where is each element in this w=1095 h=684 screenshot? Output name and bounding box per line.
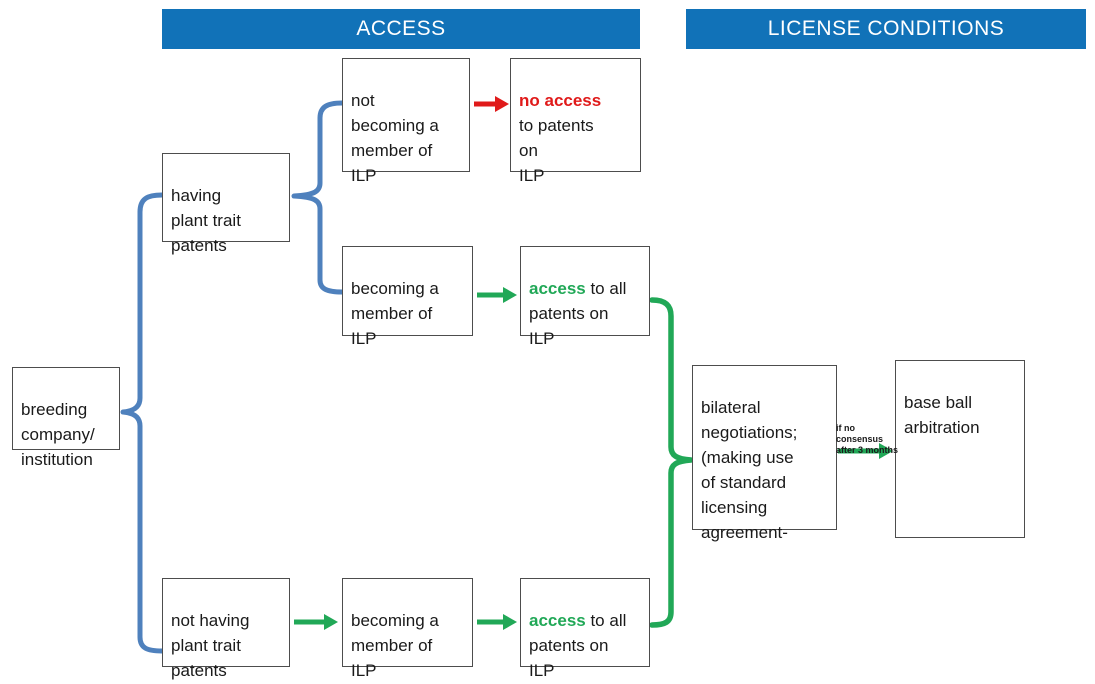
becoming-member-mid-box: becoming a member of ILP xyxy=(342,246,473,348)
bilateral-negotiations-box: bilateral negotiations; (making use of s… xyxy=(692,365,837,542)
no-access-rest: to patents on ILP xyxy=(519,116,594,185)
arrow-no-access xyxy=(474,96,509,112)
arrow-access-bottom xyxy=(477,614,517,630)
becoming-member-mid-label: becoming a member of ILP xyxy=(351,279,439,348)
no-access-highlight: no access xyxy=(519,91,602,110)
having-patents-label: having plant trait patents xyxy=(171,186,241,255)
bilateral-negotiations-label: bilateral negotiations; (making use of s… xyxy=(701,398,798,542)
not-becoming-member-label: not becoming a member of ILP xyxy=(351,91,439,185)
access-mid-rest: to all patents on ILP xyxy=(529,279,627,348)
brace-access-merge xyxy=(649,297,694,628)
brace-having-split xyxy=(291,100,345,295)
no-consensus-note: if no consensus after 3 months xyxy=(836,423,899,455)
breeding-company-box: breeding company/ institution xyxy=(12,367,120,469)
access-header: ACCESS xyxy=(162,9,640,49)
brace-breeding-split xyxy=(120,192,165,654)
arrow-become-bottom xyxy=(294,614,338,630)
access-all-bottom-box: access to all patents on ILP xyxy=(520,578,650,680)
access-bottom-rest: to all patents on ILP xyxy=(529,611,627,680)
baseball-arbitration-label: base ball arbitration xyxy=(904,393,980,437)
breeding-company-label: breeding company/ institution xyxy=(21,400,95,469)
not-becoming-member-box: not becoming a member of ILP xyxy=(342,58,470,185)
not-having-patents-label: not having plant trait patents xyxy=(171,611,250,680)
license-conditions-header: LICENSE CONDITIONS xyxy=(686,9,1086,49)
becoming-member-bottom-label: becoming a member of ILP xyxy=(351,611,439,680)
no-access-box: no access to patents on ILP xyxy=(510,58,641,185)
access-bottom-highlight: access xyxy=(529,611,586,630)
access-all-mid-box: access to all patents on ILP xyxy=(520,246,650,348)
not-having-patents-box: not having plant trait patents xyxy=(162,578,290,680)
baseball-arbitration-box: base ball arbitration xyxy=(895,360,1025,538)
becoming-member-bottom-box: becoming a member of ILP xyxy=(342,578,473,680)
arrow-access-mid xyxy=(477,287,517,303)
license-conditions-header-label: LICENSE CONDITIONS xyxy=(767,17,1005,40)
access-header-label: ACCESS xyxy=(356,17,446,40)
having-patents-box: having plant trait patents xyxy=(162,153,290,255)
access-mid-highlight: access xyxy=(529,279,586,298)
